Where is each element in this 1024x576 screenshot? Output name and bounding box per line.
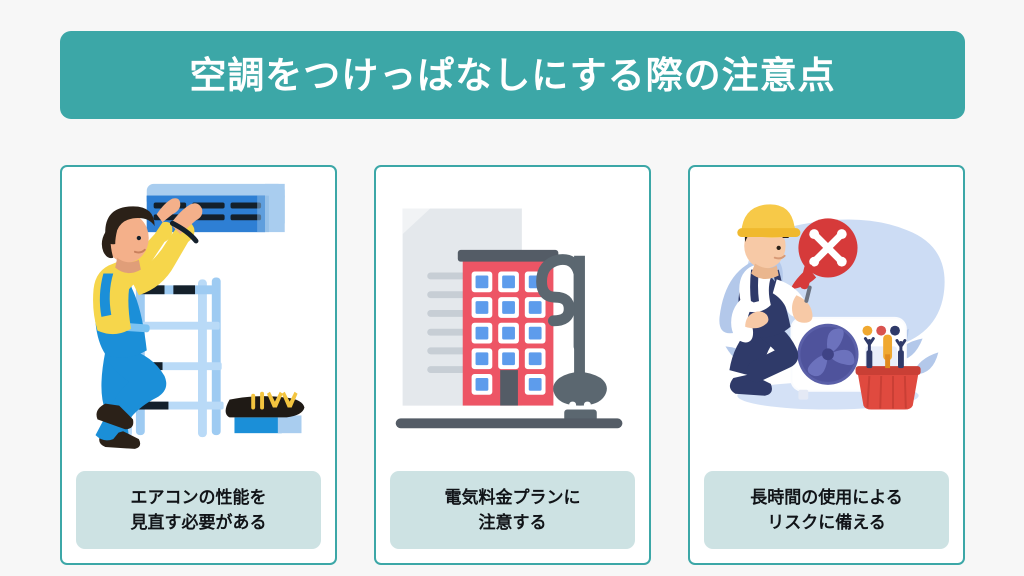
card-caption-line-1: 電気料金プランに xyxy=(444,487,581,507)
card-caption-line-1: 長時間の使用による xyxy=(750,487,903,507)
header-banner: 空調をつけっぱなしにする際の注意点 xyxy=(60,31,965,119)
card-air-conditioner-performance[interactable]: エアコンの性能を 見直す必要がある xyxy=(60,165,337,565)
worker-repairing-outdoor-unit-icon xyxy=(690,167,963,449)
card-caption: 電気料金プランに 注意する xyxy=(390,471,635,549)
card-long-usage-risk[interactable]: 長時間の使用による リスクに備える xyxy=(688,165,965,565)
technician-on-ladder-icon xyxy=(62,167,335,449)
building-with-power-plug-icon xyxy=(376,167,649,449)
card-caption-line-2: 注意する xyxy=(478,513,547,532)
card-caption: エアコンの性能を 見直す必要がある xyxy=(76,471,321,549)
card-caption-line-1: エアコンの性能を xyxy=(130,487,267,507)
card-electricity-rate-plan[interactable]: 電気料金プランに 注意する xyxy=(374,165,651,565)
card-caption-line-2: 見直す必要がある xyxy=(130,513,267,532)
page-title: 空調をつけっぱなしにする際の注意点 xyxy=(189,54,836,96)
cards-row: エアコンの性能を 見直す必要がある xyxy=(60,165,965,565)
card-caption-line-2: リスクに備える xyxy=(767,513,886,532)
card-caption: 長時間の使用による リスクに備える xyxy=(704,471,949,549)
